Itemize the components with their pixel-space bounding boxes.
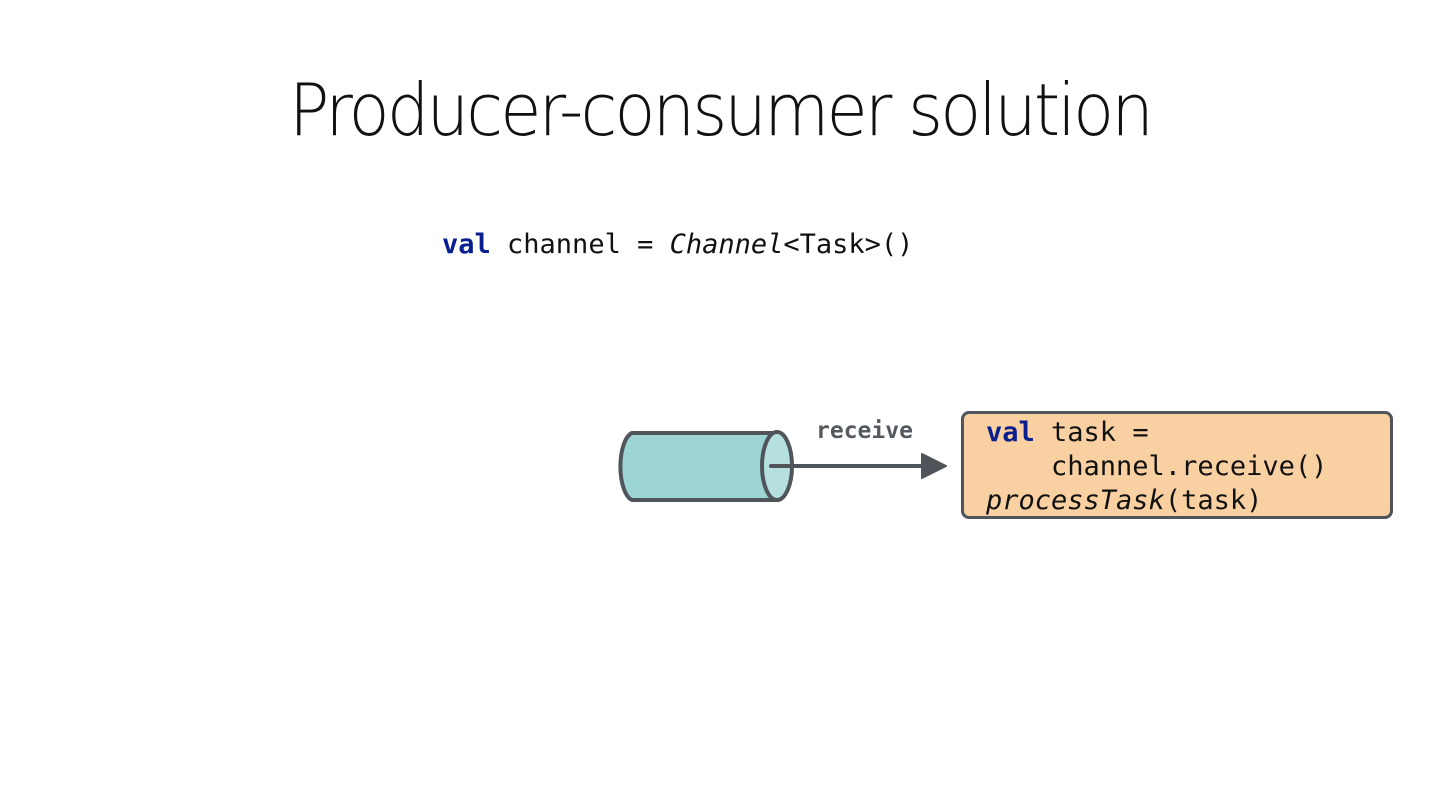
keyword-val: val	[442, 229, 491, 260]
declaration-generic: <Task>()	[783, 229, 914, 260]
receive-label: receive	[816, 418, 913, 444]
keyword-val: val	[986, 417, 1035, 448]
consumer-fn: processTask	[986, 485, 1165, 516]
channel-declaration: val channel = Channel<Task>()	[442, 229, 913, 260]
consumer-line3: (task)	[1164, 485, 1263, 516]
consumer-code-box: val task = channel.receive() processTask…	[961, 411, 1393, 519]
consumer-code: val task = channel.receive() processTask…	[986, 416, 1327, 518]
consumer-line2: channel.receive()	[986, 451, 1328, 482]
receive-arrow	[769, 453, 947, 479]
declaration-type: Channel	[669, 229, 784, 260]
channel-pipe-icon	[618, 430, 794, 502]
declaration-name: channel =	[490, 229, 670, 260]
slide-title: Producer-consumer solution	[289, 68, 1154, 152]
consumer-line1: task =	[1034, 417, 1149, 448]
